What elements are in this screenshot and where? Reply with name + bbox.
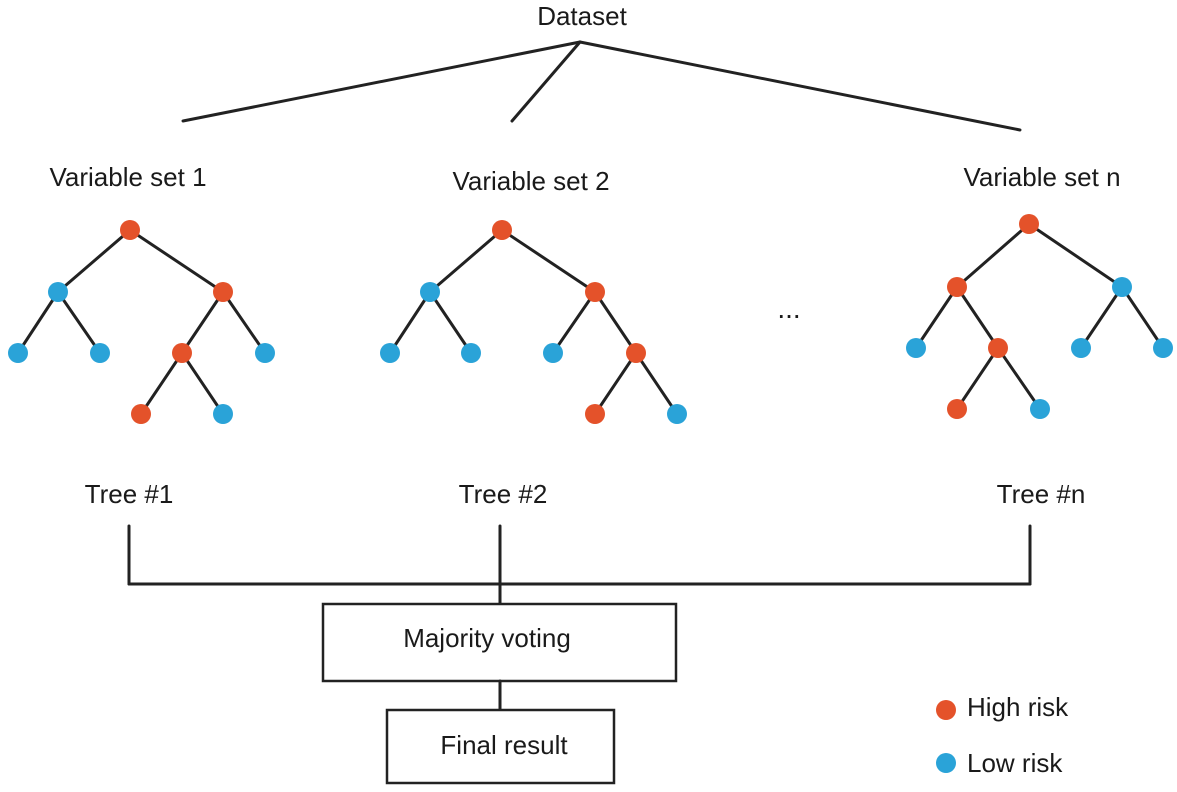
tree-2-label: Tree #2 [459, 479, 548, 509]
tree-n-node-low [906, 338, 926, 358]
majority-voting-label: Majority voting [403, 623, 571, 653]
legend-low-risk-marker [936, 753, 956, 773]
tree-n-label: Tree #n [997, 479, 1086, 509]
tree-1-node-low [255, 343, 275, 363]
ellipsis: ... [777, 293, 800, 324]
tree-2 [380, 220, 687, 424]
variable-set-n-label: Variable set n [963, 162, 1120, 192]
tree-1 [8, 220, 275, 424]
variable-set-2-label: Variable set 2 [452, 166, 609, 196]
tree-n-node-low [1112, 277, 1132, 297]
tree-1-node-low [90, 343, 110, 363]
tree-n-node-high [947, 277, 967, 297]
dataset-split-lines [181, 40, 1022, 132]
variable-set-1-label: Variable set 1 [49, 162, 206, 192]
tree-2-node-high [585, 404, 605, 424]
tree-1-node-low [8, 343, 28, 363]
tree-1-node-low [48, 282, 68, 302]
tree-1-label: Tree #1 [85, 479, 174, 509]
tree-n-node-low [1030, 399, 1050, 419]
legend-high-risk-marker [936, 700, 956, 720]
tree-2-node-low [667, 404, 687, 424]
tree-2-node-low [420, 282, 440, 302]
tree-1-node-low [213, 404, 233, 424]
legend-high-risk-label: High risk [967, 692, 1069, 722]
tree-n [906, 214, 1173, 419]
final-result-label: Final result [440, 730, 568, 760]
tree-2-node-high [626, 343, 646, 363]
tree-2-node-low [461, 343, 481, 363]
tree-2-node-high [492, 220, 512, 240]
tree-merge-bracket [127, 524, 1032, 606]
dataset-title: Dataset [537, 1, 627, 31]
tree-1-node-high [131, 404, 151, 424]
tree-2-node-low [543, 343, 563, 363]
tree-1-node-high [213, 282, 233, 302]
legend-low-risk-label: Low risk [967, 748, 1063, 778]
tree-n-node-low [1153, 338, 1173, 358]
tree-n-node-low [1071, 338, 1091, 358]
tree-1-node-high [172, 343, 192, 363]
final-result-box [385, 708, 616, 785]
legend: High risk Low risk [936, 692, 1069, 778]
tree-n-node-high [988, 338, 1008, 358]
tree-2-node-high [585, 282, 605, 302]
tree-1-node-high [120, 220, 140, 240]
tree-n-node-high [1019, 214, 1039, 234]
tree-2-node-low [380, 343, 400, 363]
tree-n-node-high [947, 399, 967, 419]
